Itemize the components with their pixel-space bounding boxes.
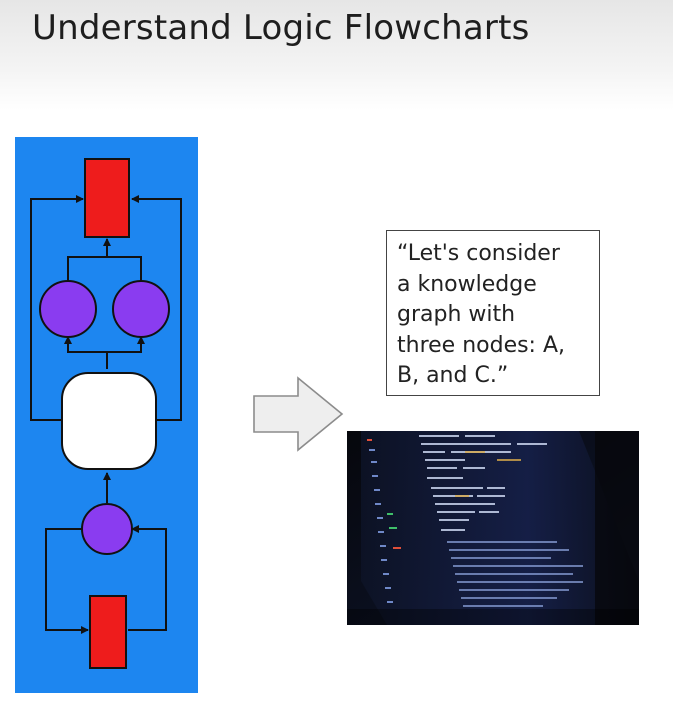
edge-rounded-to-right-circle [107, 336, 145, 353]
right-arrow-icon [253, 376, 344, 452]
edge-bottom-loop-right [128, 525, 167, 631]
edge-rounded-to-top-rect-right [131, 195, 182, 421]
code-screen-photo [347, 431, 639, 625]
bottom-rectangle-node [89, 595, 127, 669]
page-title: Understand Logic Flowcharts [32, 8, 530, 48]
bottom-circle-node [81, 503, 133, 555]
edge-rounded-to-left-circle [64, 336, 108, 369]
edge-right-circle-to-top-rect [107, 256, 142, 282]
top-rectangle-node [84, 158, 130, 238]
edge-bottom-loop-left [45, 528, 89, 634]
quote-box: “Let's consider a knowledge graph with t… [386, 230, 600, 396]
left-circle-node [39, 280, 97, 338]
edge-left-circle-to-top-rect [67, 238, 111, 282]
flowchart-diagram [15, 137, 198, 693]
right-circle-node [112, 280, 170, 338]
rounded-center-node [61, 372, 157, 470]
edge-rounded-to-top-rect-left [30, 195, 84, 421]
quote-text: “Let's consider a knowledge graph with t… [397, 241, 566, 388]
